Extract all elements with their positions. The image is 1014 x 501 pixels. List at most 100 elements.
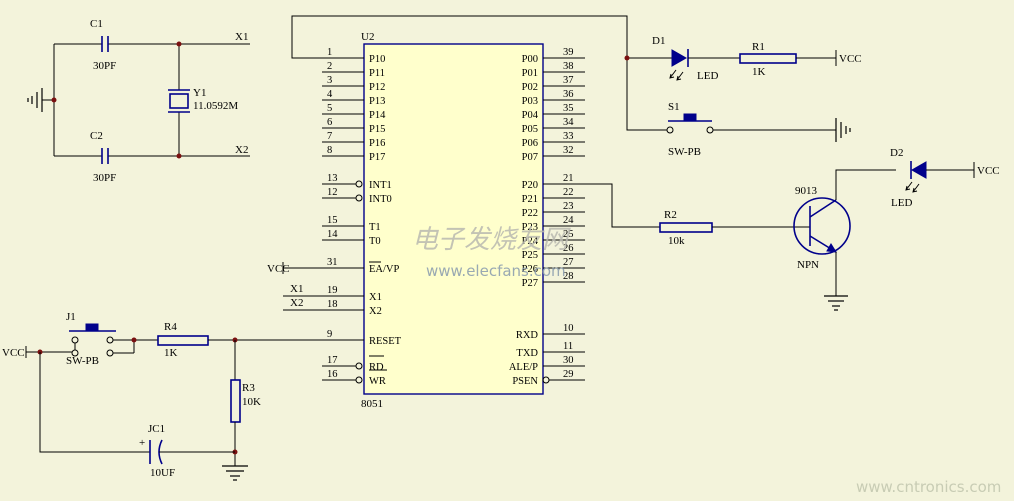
pin-name: P26: [522, 264, 538, 275]
pin-name: P16: [369, 138, 385, 149]
led-d2: [910, 161, 927, 179]
chip-x2-net: X2: [290, 297, 303, 309]
led-d1: [671, 49, 688, 67]
d2-ref: D2: [890, 147, 903, 159]
transistor-9013: [793, 197, 851, 255]
pin-number: 36: [563, 89, 574, 100]
pin-name: P11: [369, 68, 385, 79]
pin-number: 34: [563, 117, 574, 128]
pin-number: 14: [327, 229, 338, 240]
pin-number: 23: [563, 201, 574, 212]
d1-ref: D1: [652, 35, 665, 47]
pin-name: P20: [522, 180, 538, 191]
pin-name: P24: [522, 236, 539, 247]
r3-ref: R3: [242, 382, 255, 394]
pin-number: 9: [327, 329, 332, 340]
r4-value: 1K: [164, 347, 178, 359]
switch-s1: S1 SW-PB: [666, 101, 851, 158]
watermark-chinese: 电子发烧友网: [412, 225, 571, 255]
inverter-bubble: [355, 180, 363, 188]
pin-number: 12: [327, 187, 338, 198]
pin-number: 35: [563, 103, 574, 114]
j1-value: SW-PB: [66, 355, 99, 367]
pin-name: RXD: [516, 330, 539, 341]
pin-number: 13: [327, 173, 338, 184]
c1-value: 30PF: [93, 60, 116, 72]
pin-name: P25: [522, 250, 538, 261]
jc1-value: 10UF: [150, 467, 175, 479]
mcu-8051: U2 8051 1P102P113P124P135P146P157P168P17…: [322, 31, 585, 410]
d1-label: LED: [697, 70, 718, 82]
pin-number: 30: [563, 355, 574, 366]
pin-name: X1: [369, 292, 382, 303]
pin-number: 33: [563, 131, 574, 142]
pin-name: EA/VP: [369, 264, 399, 275]
pin-number: 6: [327, 117, 332, 128]
r1-ref: R1: [752, 41, 765, 53]
pin-number: 31: [327, 257, 338, 268]
pin-name: P27: [522, 278, 538, 289]
pin-number: 38: [563, 61, 574, 72]
net-x2-label: X2: [235, 144, 248, 156]
pin-number: 10: [563, 323, 574, 334]
pin-name: P13: [369, 96, 385, 107]
d2-vcc: VCC: [977, 165, 1000, 177]
reset-vcc: VCC: [2, 347, 25, 359]
pin-name: P03: [522, 96, 538, 107]
chip-ref: U2: [361, 31, 374, 43]
inverter-bubble: [355, 362, 363, 370]
pin-name: P21: [522, 194, 538, 205]
q-ref: 9013: [795, 185, 818, 197]
led-d2-light: [905, 181, 920, 193]
pin-number: 18: [327, 299, 338, 310]
r1-value: 1K: [752, 66, 766, 78]
pin-name: P14: [369, 110, 386, 121]
pin-name: INT0: [369, 194, 392, 205]
pin-name: P17: [369, 152, 385, 163]
chip-wiring: VCC X1 X2: [267, 15, 672, 311]
pin-name: INT1: [369, 180, 392, 191]
resistor-r4: [157, 335, 209, 346]
s1-value: SW-PB: [668, 146, 701, 158]
pin-number: 2: [327, 61, 332, 72]
led1-circuit: D1 LED R1 1K VCC: [652, 35, 862, 82]
pin-name: T0: [369, 236, 381, 247]
resistor-r1: [739, 53, 797, 64]
pin-name: RD: [369, 362, 384, 373]
resistor-r2: [659, 222, 713, 233]
pin-number: 8: [327, 145, 332, 156]
pin-name: X2: [369, 306, 382, 317]
d2-label: LED: [891, 197, 912, 209]
jc1-ref: JC1: [148, 423, 165, 435]
pin-number: 24: [563, 215, 574, 226]
pin-number: 27: [563, 257, 574, 268]
pin-number: 1: [327, 47, 332, 58]
net-x1-label: X1: [235, 31, 248, 43]
pin-number: 17: [327, 355, 338, 366]
pin-name: P01: [522, 68, 538, 79]
c1-ref: C1: [90, 18, 103, 30]
watermark-corner: www.cntronics.com: [856, 478, 1001, 496]
pin-number: 21: [563, 173, 574, 184]
pin-number: 4: [327, 89, 333, 100]
